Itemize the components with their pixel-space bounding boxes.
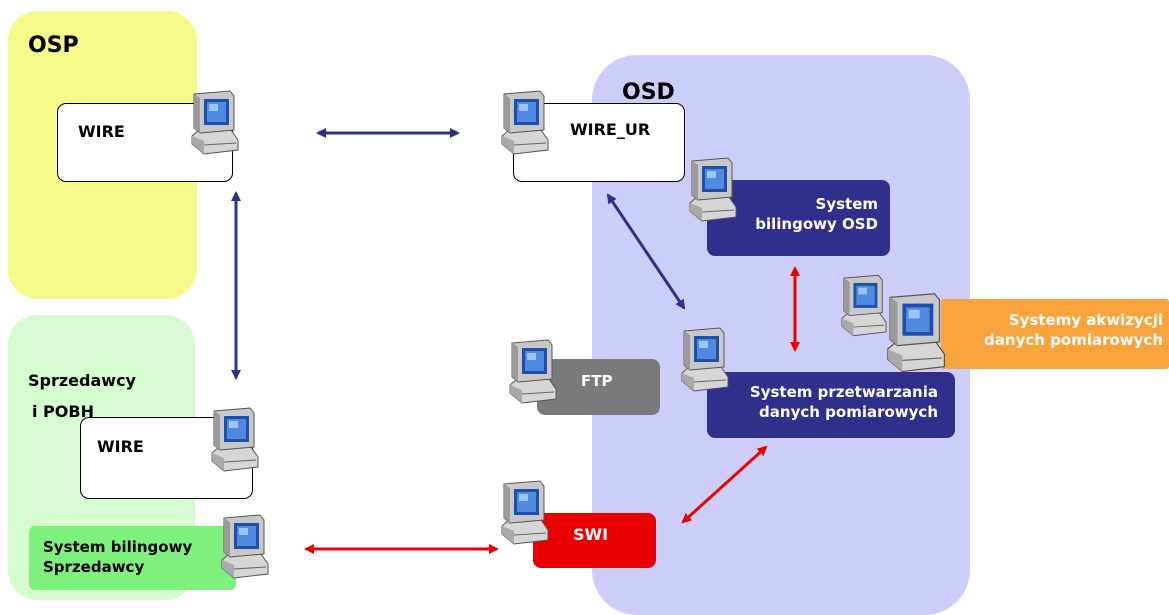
computer-icon bbox=[840, 272, 888, 338]
billing-seller-box[interactable]: System bilingowy Sprzedawcy bbox=[29, 526, 236, 590]
arrow-wire-ur-to-processing bbox=[606, 193, 686, 310]
seller-zone-title-line2: i POBH bbox=[32, 402, 94, 421]
acquisition-label-line2: danych pomiarowych bbox=[984, 331, 1163, 349]
computer-icon bbox=[885, 290, 947, 374]
wire-ur-label: WIRE_UR bbox=[570, 120, 651, 139]
computer-icon bbox=[210, 405, 260, 473]
computer-icon bbox=[190, 88, 240, 156]
billing-seller-label-line1: System bilingowy bbox=[43, 538, 193, 556]
computer-icon bbox=[688, 155, 738, 223]
osd-zone-title: OSD bbox=[622, 80, 675, 105]
swi-box[interactable]: SWI bbox=[533, 513, 656, 568]
ftp-box[interactable]: FTP bbox=[537, 359, 660, 415]
seller-zone-title-line1: Sprzedawcy bbox=[28, 371, 136, 390]
computer-icon bbox=[680, 325, 730, 393]
computer-icon bbox=[500, 88, 550, 156]
wire-osp-label: WIRE bbox=[78, 122, 125, 141]
osp-zone-title: OSP bbox=[28, 33, 79, 58]
billing-seller-label-line2: Sprzedawcy bbox=[43, 558, 145, 576]
wire-seller-label: WIRE bbox=[97, 437, 144, 456]
swi-label: SWI bbox=[573, 525, 609, 544]
arrow-processing-to-swi bbox=[681, 445, 768, 524]
processing-label-line2: danych pomiarowych bbox=[759, 403, 938, 421]
billing-osd-box[interactable]: System bilingowy OSD bbox=[707, 180, 890, 256]
ftp-label: FTP bbox=[581, 372, 613, 390]
computer-icon bbox=[508, 337, 558, 405]
computer-icon bbox=[500, 478, 550, 546]
seller-zone-title: Sprzedawcy i POBH bbox=[28, 365, 136, 427]
billing-osd-label-line1: System bbox=[815, 195, 878, 213]
processing-label-line1: System przetwarzania bbox=[749, 383, 938, 401]
processing-system-box[interactable]: System przetwarzania danych pomiarowych bbox=[707, 372, 955, 438]
computer-icon bbox=[220, 512, 270, 580]
billing-osd-label-line2: bilingowy OSD bbox=[755, 215, 878, 233]
acquisition-label-line1: Systemy akwizycji bbox=[1008, 311, 1163, 329]
acquisition-systems-box[interactable]: Systemy akwizycji danych pomiarowych bbox=[941, 299, 1169, 369]
